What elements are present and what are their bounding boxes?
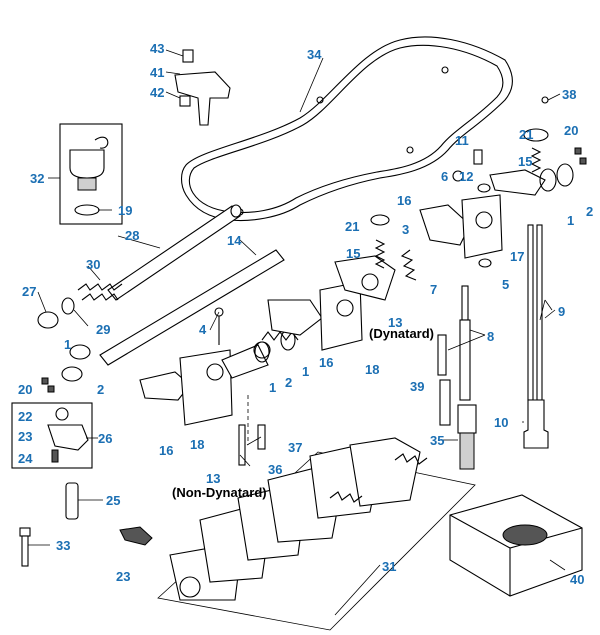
dynatard-caption: (Dynatard) bbox=[369, 326, 435, 341]
callout-16: 16 bbox=[319, 355, 334, 370]
callout-20: 20 bbox=[564, 123, 579, 138]
callout-31: 31 bbox=[382, 559, 397, 574]
callout-1: 1 bbox=[567, 213, 575, 228]
callout-25: 25 bbox=[106, 493, 121, 508]
callout-14: 14 bbox=[227, 233, 242, 248]
callout-16: 16 bbox=[397, 193, 412, 208]
callout-28: 28 bbox=[125, 228, 140, 243]
callout-23: 23 bbox=[18, 429, 33, 444]
callout-39: 39 bbox=[410, 379, 425, 394]
callout-18: 18 bbox=[365, 362, 380, 377]
callout-36: 36 bbox=[268, 462, 283, 477]
callout-15: 15 bbox=[346, 246, 361, 261]
callout-1: 1 bbox=[64, 337, 72, 352]
callout-2: 2 bbox=[285, 375, 293, 390]
callout-29: 29 bbox=[96, 322, 111, 337]
callout-13: 13 bbox=[388, 315, 403, 330]
callout-13: 13 bbox=[206, 471, 221, 486]
callout-12: 12 bbox=[459, 169, 474, 184]
callout-35: 35 bbox=[430, 433, 445, 448]
callout-3: 3 bbox=[402, 222, 410, 237]
valve-cover-gasket bbox=[180, 36, 514, 221]
callout-21: 21 bbox=[345, 219, 360, 234]
callout-2: 2 bbox=[97, 382, 105, 397]
non-dynatard-caption: (Non-Dynatard) bbox=[172, 485, 267, 500]
callout-19: 19 bbox=[118, 203, 133, 218]
callout-9: 9 bbox=[558, 304, 566, 319]
callout-37: 37 bbox=[288, 440, 303, 455]
callout-33: 33 bbox=[56, 538, 71, 553]
callout-1: 1 bbox=[269, 380, 277, 395]
callout-40: 40 bbox=[570, 572, 585, 587]
callout-8: 8 bbox=[487, 329, 495, 344]
callout-34: 34 bbox=[307, 47, 322, 62]
callout-22: 22 bbox=[18, 409, 33, 424]
callout-5: 5 bbox=[502, 277, 510, 292]
callout-18: 18 bbox=[190, 437, 205, 452]
callout-6: 6 bbox=[441, 169, 449, 184]
callout-32: 32 bbox=[30, 171, 45, 186]
callout-38: 38 bbox=[562, 87, 577, 102]
callout-20: 20 bbox=[18, 382, 33, 397]
callout-4: 4 bbox=[199, 322, 207, 337]
callout-10: 10 bbox=[494, 415, 509, 430]
callout-43: 43 bbox=[150, 41, 165, 56]
callout-11: 11 bbox=[455, 133, 469, 148]
callout-21: 21 bbox=[519, 127, 534, 142]
callout-1: 1 bbox=[302, 364, 310, 379]
callout-30: 30 bbox=[86, 257, 101, 272]
callout-7: 7 bbox=[430, 282, 438, 297]
callout-15: 15 bbox=[518, 154, 533, 169]
callout-42: 42 bbox=[150, 85, 165, 100]
callout-23: 23 bbox=[116, 569, 131, 584]
callout-41: 41 bbox=[150, 65, 165, 80]
callout-2: 2 bbox=[586, 204, 594, 219]
callout-27: 27 bbox=[22, 284, 37, 299]
callout-16: 16 bbox=[159, 443, 174, 458]
callout-26: 26 bbox=[98, 431, 113, 446]
callout-24: 24 bbox=[18, 451, 33, 466]
callout-17: 17 bbox=[510, 249, 525, 264]
